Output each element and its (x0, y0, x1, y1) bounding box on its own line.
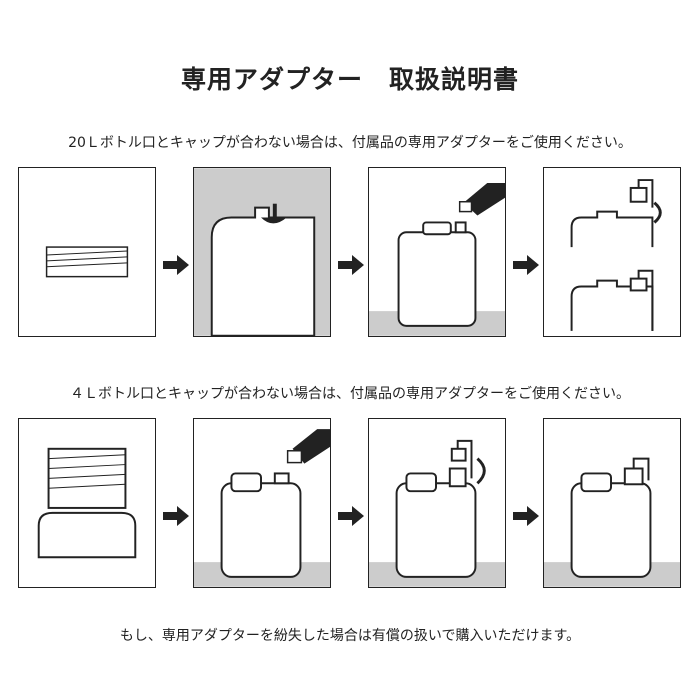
step-20l-adapter (18, 167, 156, 337)
footer-note: もし、専用アダプターを紛失した場合は有償の扱いで購入いただけます。 (119, 628, 581, 644)
adapter-illustration (37, 447, 137, 559)
step-4l-done (543, 418, 681, 588)
bottle-cap-illustration (369, 439, 505, 587)
step-20l-insert (368, 167, 506, 337)
bottle-cap-illustration (570, 179, 662, 331)
bottle-hand-illustration (369, 183, 505, 336)
step-20l-attach (193, 167, 331, 337)
bottle-20l-illustration (194, 168, 330, 336)
bottle-hand-illustration (194, 429, 330, 587)
arrow-right-icon (163, 506, 189, 526)
arrow-right-icon (163, 255, 189, 275)
step-4l-insert (193, 418, 331, 588)
step-4l-cap (368, 418, 506, 588)
instruction-20l: 20Ｌボトル口とキャップが合わない場合は、付属品の専用アダプターをご使用ください… (68, 135, 632, 151)
arrow-right-icon (513, 506, 539, 526)
bottle-done-illustration (544, 457, 680, 587)
arrow-right-icon (338, 506, 364, 526)
arrow-right-icon (338, 255, 364, 275)
step-20l-cap (543, 167, 681, 337)
arrow-right-icon (513, 255, 539, 275)
step-4l-adapter (18, 418, 156, 588)
adapter-illustration (45, 246, 129, 278)
page-title: 専用アダプター 取扱説明書 (180, 65, 519, 94)
instruction-4l: ４Ｌボトル口とキャップが合わない場合は、付属品の専用アダプターをご使用ください。 (70, 386, 630, 402)
